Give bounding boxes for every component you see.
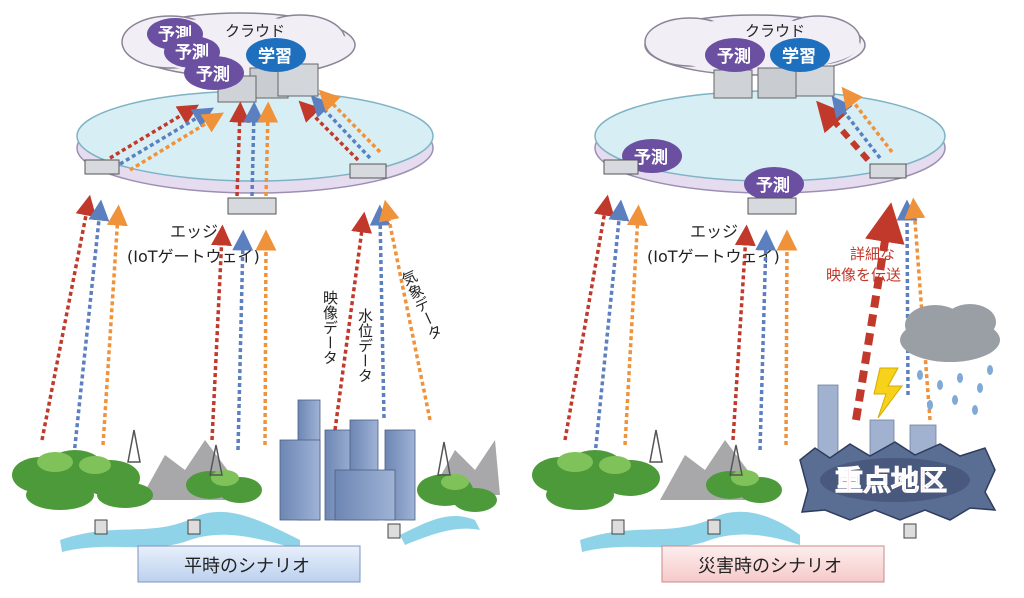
svg-text:平時のシナリオ: 平時のシナリオ [184,556,310,577]
left-terrain [12,399,500,552]
left-sensor-3 [387,523,401,539]
svg-text:予測: 予測 [756,175,790,196]
left-edge-gateways [84,159,387,215]
detailed-video-arrow [852,202,905,421]
right-lower-arrows [563,194,932,456]
right-edge-label-2: (IoTゲートウェイ) [647,247,780,266]
priority-area-badge: 重点地区 [799,441,997,521]
svg-text:予測: 予測 [175,42,209,63]
rain-cloud-icon [900,304,1000,415]
right-terrain [532,384,937,552]
svg-text:予測: 予測 [196,64,230,85]
svg-text:学習: 学習 [782,46,816,67]
left-upper-arrows [109,89,382,197]
svg-text:重点地区: 重点地区 [835,464,947,497]
right-edge-label-1: エッジ [690,222,738,241]
right-predict-bubble: 予測 [705,38,765,72]
detail-label-2: 映像を伝送 [826,266,901,284]
right-upper-arrows [816,86,894,162]
left-cloud-label: クラウド [225,22,285,40]
svg-text:学習: 学習 [258,46,292,67]
weather-data-label: 気象データ [398,267,446,343]
left-antenna-tower-2 [209,444,223,476]
video-data-label: 映像データ [321,290,339,365]
right-cloud-label: クラウド [745,22,805,40]
left-sensor-2 [187,519,201,535]
normal-scenario: クラウド 予測 予測 予測 学習 [12,12,500,583]
left-city [279,399,416,521]
left-antenna-tower-3 [437,441,451,476]
svg-text:予測: 予測 [634,147,668,168]
right-cloud-servers [713,65,835,99]
left-antenna-tower-1 [127,429,141,463]
left-learn-bubble: 学習 [246,38,306,72]
detail-label-1: 詳細な [850,245,895,263]
left-predict-bubble-3: 予測 [184,56,244,90]
right-platform-disk [594,90,946,194]
lightning-icon [873,367,903,419]
water-data-label: 水位データ [356,308,374,383]
disaster-scenario: クラウド 予測 学習 予測 予測 [532,14,1000,583]
left-edge-label-1: エッジ [170,222,218,241]
svg-text:災害時のシナリオ: 災害時のシナリオ [698,556,842,577]
right-edge-gateways [603,159,907,215]
normal-scenario-caption: 平時のシナリオ [137,545,361,583]
left-edge-label-2: (IoTゲートウェイ) [127,247,260,266]
disaster-scenario-caption: 災害時のシナリオ [661,545,885,583]
svg-text:予測: 予測 [717,46,751,67]
right-edge-predict-bubble-2: 予測 [744,167,804,201]
left-lower-arrows [40,194,432,456]
right-learn-bubble: 学習 [770,38,830,72]
left-sensor-1 [94,519,108,535]
